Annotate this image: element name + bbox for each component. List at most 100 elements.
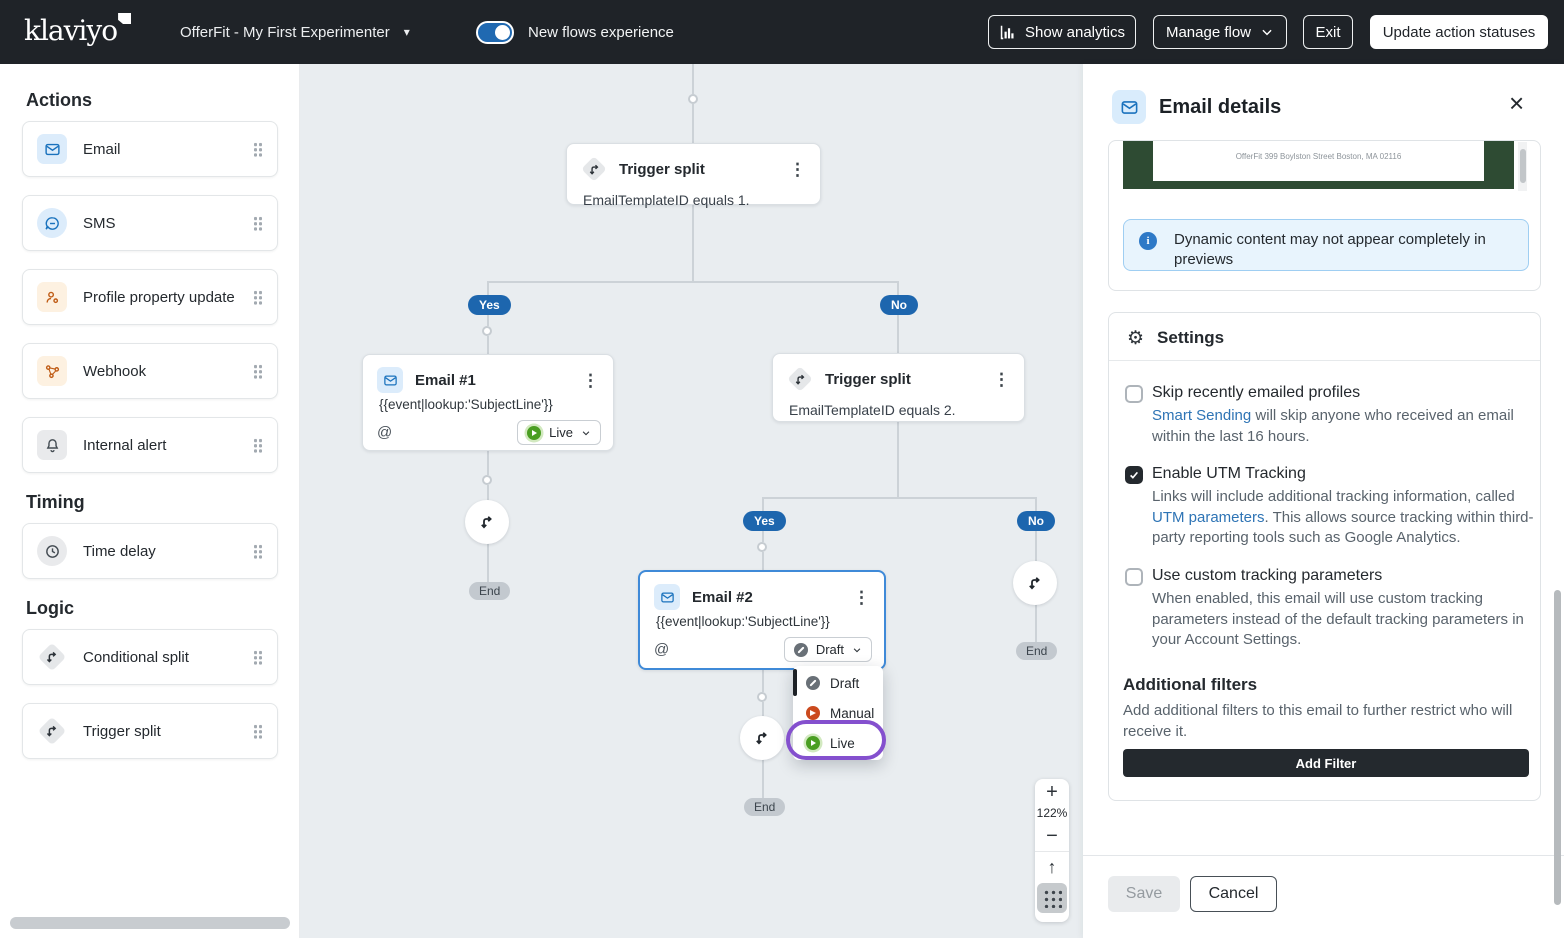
trigger-split-node-icon[interactable]	[1013, 561, 1057, 605]
setting-custom-tracking-parameters: Use custom tracking parameters When enab…	[1125, 567, 1544, 651]
save-button[interactable]: Save	[1108, 876, 1180, 912]
node-email-1[interactable]: Email #1 ⋮ {{event|lookup:'SubjectLine'}…	[362, 354, 614, 451]
live-status-icon	[527, 425, 542, 440]
exit-label: Exit	[1315, 23, 1341, 41]
split-icon	[581, 156, 607, 182]
end-badge: End	[1016, 642, 1058, 660]
show-analytics-label: Show analytics	[1024, 23, 1126, 41]
sidebar-item-email[interactable]: Email	[22, 121, 278, 177]
section-title-timing: Timing	[26, 492, 85, 512]
gear-icon: ⚙	[1127, 327, 1145, 349]
split-icon	[37, 716, 67, 746]
more-menu-icon[interactable]: ⋮	[789, 159, 806, 179]
scroll-to-top-button[interactable]: ↑	[1035, 854, 1069, 880]
zoom-out-button[interactable]: −	[1035, 823, 1069, 849]
profile-icon	[37, 282, 67, 312]
flow-canvas[interactable]: Yes No Yes No Trigger split ⋮ EmailTempl…	[300, 64, 1083, 938]
menu-item-live[interactable]: Live	[793, 728, 883, 758]
sidebar-item-internal-alert[interactable]: Internal alert	[22, 417, 278, 473]
email-subject: {{event|lookup:'SubjectLine'}}	[379, 397, 553, 412]
sidebar-item-profile-property-update[interactable]: Profile property update	[22, 269, 278, 325]
utm-parameters-link[interactable]: UTM parameters	[1152, 508, 1265, 526]
close-icon[interactable]: ×	[1509, 88, 1525, 118]
connector-dot	[482, 475, 492, 485]
trigger-split-node-icon[interactable]	[740, 716, 784, 760]
new-flows-toggle[interactable]	[476, 20, 514, 44]
additional-filters-title: Additional filters	[1123, 675, 1258, 694]
menu-scroll-indicator	[793, 669, 797, 696]
preview-scrollbar[interactable]	[1518, 142, 1527, 191]
option-description: Smart Sending will skip anyone who recei…	[1152, 407, 1514, 445]
divider	[1035, 851, 1069, 852]
live-status-icon	[806, 736, 820, 750]
node-trigger-split-1[interactable]: Trigger split ⋮ EmailTemplateID equals 1…	[566, 143, 821, 208]
skip-recently-emailed-checkbox[interactable]	[1125, 385, 1143, 403]
enable-utm-tracking-checkbox[interactable]	[1125, 466, 1143, 484]
exit-button[interactable]: Exit	[1303, 15, 1353, 49]
more-menu-icon[interactable]: ⋮	[993, 369, 1010, 389]
draft-status-icon	[793, 642, 808, 657]
flow-selector-dropdown[interactable]: OfferFit - My First Experimenter ▾	[180, 0, 410, 64]
sidebar-item-webhook[interactable]: Webhook	[22, 343, 278, 399]
chevron-down-icon	[582, 430, 590, 435]
split-condition: EmailTemplateID equals 2.	[789, 402, 956, 418]
mention-icon[interactable]: @	[377, 424, 393, 441]
grid-dots-icon	[1042, 888, 1062, 908]
drag-handle-icon[interactable]	[253, 215, 263, 231]
email-icon	[1112, 90, 1146, 124]
info-icon: i	[1139, 232, 1157, 250]
sidebar-item-trigger-split[interactable]: Trigger split	[22, 703, 278, 759]
node-email-2[interactable]: Email #2 ⋮ {{event|lookup:'SubjectLine'}…	[638, 570, 886, 670]
drag-handle-icon[interactable]	[253, 649, 263, 665]
drag-handle-icon[interactable]	[253, 723, 263, 739]
split-icon	[37, 642, 67, 672]
new-flows-toggle-group: New flows experience	[476, 0, 674, 64]
more-menu-icon[interactable]: ⋮	[853, 587, 870, 607]
more-menu-icon[interactable]: ⋮	[582, 370, 599, 390]
logo-text: klaviyo	[24, 14, 118, 47]
topbar: klaviyo OfferFit - My First Experimenter…	[0, 0, 1564, 64]
sidebar-item-sms[interactable]: SMS	[22, 195, 278, 251]
status-dropdown-menu: Draft Manual Live	[793, 666, 883, 760]
drag-handle-icon[interactable]	[253, 437, 263, 453]
status-select-live[interactable]: Live	[517, 420, 601, 445]
drag-handle-icon[interactable]	[253, 141, 263, 157]
drag-handle-icon[interactable]	[253, 289, 263, 305]
drag-handle-icon[interactable]	[253, 543, 263, 559]
menu-item-manual[interactable]: Manual	[793, 698, 883, 728]
custom-tracking-checkbox[interactable]	[1125, 568, 1143, 586]
toggle-label: New flows experience	[528, 23, 674, 41]
status-select-draft[interactable]: Draft	[783, 637, 872, 662]
manage-flow-button[interactable]: Manage flow	[1153, 15, 1287, 49]
section-title-logic: Logic	[26, 598, 74, 618]
split-icon	[787, 366, 813, 392]
minimap-grid-button[interactable]	[1037, 883, 1067, 913]
setting-enable-utm-tracking: Enable UTM Tracking Links will include a…	[1125, 465, 1544, 549]
dynamic-content-alert: i Dynamic content may not appear complet…	[1123, 219, 1529, 271]
panel-vertical-scrollbar[interactable]	[1554, 590, 1561, 905]
node-trigger-split-2[interactable]: Trigger split ⋮ EmailTemplateID equals 2…	[772, 353, 1025, 422]
webhook-icon	[37, 356, 67, 386]
branch-label-no: No	[880, 295, 918, 315]
cancel-button[interactable]: Cancel	[1190, 876, 1277, 912]
trigger-split-node-icon[interactable]	[465, 500, 509, 544]
update-action-statuses-button[interactable]: Update action statuses	[1370, 15, 1548, 49]
update-action-statuses-label: Update action statuses	[1382, 23, 1536, 41]
sidebar-item-time-delay[interactable]: Time delay	[22, 523, 278, 579]
sidebar-horizontal-scrollbar[interactable]	[10, 917, 290, 929]
show-analytics-button[interactable]: Show analytics	[988, 15, 1136, 49]
end-badge: End	[744, 798, 786, 816]
chevron-down-icon	[1262, 29, 1272, 36]
add-filter-button[interactable]: Add Filter	[1123, 749, 1529, 777]
checkmark-icon	[1130, 471, 1139, 479]
menu-item-draft[interactable]: Draft	[793, 668, 883, 698]
mention-icon[interactable]: @	[654, 641, 670, 658]
divider	[1083, 855, 1564, 856]
sidebar-item-conditional-split[interactable]: Conditional split	[22, 629, 278, 685]
chevron-down-icon	[853, 647, 861, 652]
drag-handle-icon[interactable]	[253, 363, 263, 379]
smart-sending-link[interactable]: Smart Sending	[1152, 407, 1252, 424]
email-preview[interactable]: OfferFit 399 Boylston Street Boston, MA …	[1108, 140, 1541, 291]
zoom-in-button[interactable]: +	[1035, 779, 1069, 805]
